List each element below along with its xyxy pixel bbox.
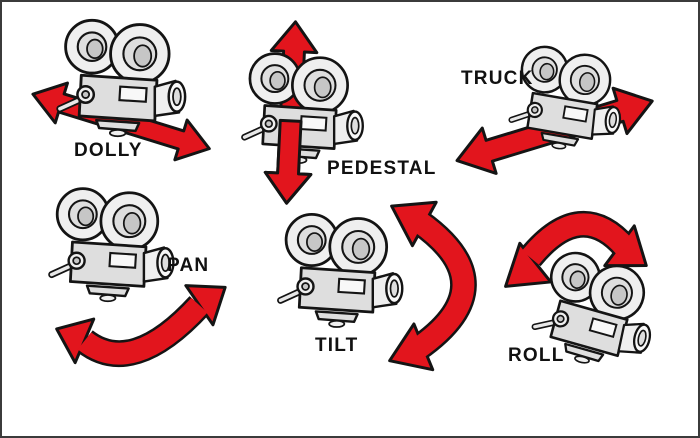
pedestal-arrow-front-shaft xyxy=(263,118,313,205)
movie-camera-icon-tilt xyxy=(281,214,403,327)
panel-truck xyxy=(455,44,654,175)
dolly-label: DOLLY xyxy=(74,140,143,161)
movie-camera-icon-pan xyxy=(52,189,174,302)
panel-roll xyxy=(504,211,664,375)
pan-label: PAN xyxy=(167,255,210,276)
pan-curved-arrow-icon xyxy=(77,297,208,365)
panel-pan xyxy=(52,189,227,367)
tilt-curved-arrow-icon xyxy=(411,213,475,358)
truck-label: TRUCK xyxy=(461,68,534,89)
panel-tilt xyxy=(281,200,477,372)
roll-label: ROLL xyxy=(508,345,565,366)
roll-curved-arrow-icon xyxy=(521,213,634,265)
movie-camera-icon-pedestal xyxy=(245,54,363,163)
roll-curved-arrow-left-head xyxy=(504,241,553,288)
panel-pedestal xyxy=(245,20,363,205)
tilt-label: TILT xyxy=(315,335,359,356)
panel-dolly xyxy=(31,20,211,162)
pedestal-label: PEDESTAL xyxy=(327,158,437,179)
